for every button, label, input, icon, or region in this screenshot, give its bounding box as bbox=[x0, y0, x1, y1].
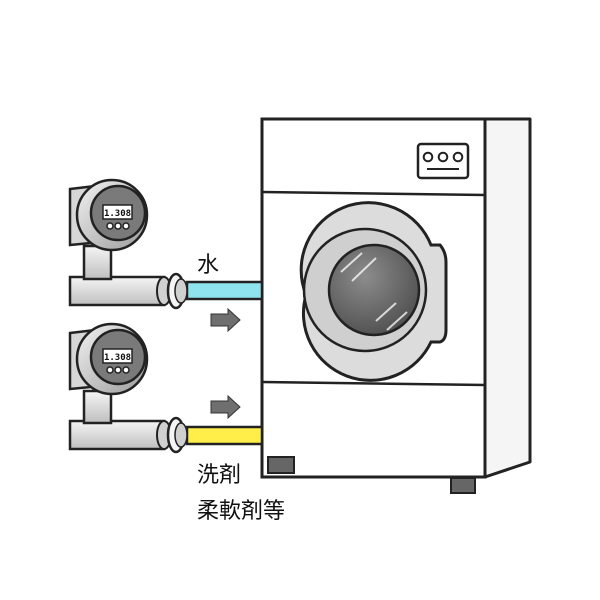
meter-display-value: 1.308 bbox=[104, 353, 131, 363]
meter-button-icon bbox=[106, 366, 114, 374]
meter-button-icon bbox=[114, 366, 122, 374]
meter-button-icon bbox=[114, 222, 122, 230]
flow-meter: 1.308 bbox=[68, 322, 149, 396]
control-panel bbox=[416, 142, 470, 180]
lower-main-pipe bbox=[68, 419, 166, 451]
machine-right-side bbox=[483, 117, 532, 479]
upper-main-pipe bbox=[68, 275, 166, 307]
water-supply-line: 1.308 bbox=[68, 178, 264, 333]
softener-label: 柔軟剤等 bbox=[197, 499, 285, 524]
machine-bottom-divider bbox=[261, 380, 486, 387]
water-pipe bbox=[185, 280, 264, 301]
control-knob-icon bbox=[452, 151, 464, 163]
machine-top-divider bbox=[261, 190, 486, 197]
detergent-pipe bbox=[185, 425, 264, 446]
meter-button-icon bbox=[106, 222, 114, 230]
door-glass bbox=[327, 243, 421, 337]
right-arrow-icon bbox=[210, 307, 241, 333]
machine-foot-left bbox=[267, 456, 295, 474]
control-knob-icon bbox=[422, 151, 434, 163]
water-label: 水 bbox=[197, 253, 219, 278]
flow-meter: 1.308 bbox=[68, 178, 149, 252]
meter-button-icon bbox=[122, 222, 130, 230]
washing-machine bbox=[260, 117, 532, 494]
machine-door bbox=[299, 201, 448, 382]
control-knob-icon bbox=[437, 151, 449, 163]
machine-foot-right bbox=[450, 477, 476, 494]
right-arrow-icon bbox=[210, 394, 241, 420]
detergent-label: 洗剤 bbox=[197, 463, 241, 488]
meter-button-icon bbox=[122, 366, 130, 374]
detergent-supply-line: 1.308 bbox=[68, 322, 264, 454]
meter-display-value: 1.308 bbox=[104, 209, 131, 219]
